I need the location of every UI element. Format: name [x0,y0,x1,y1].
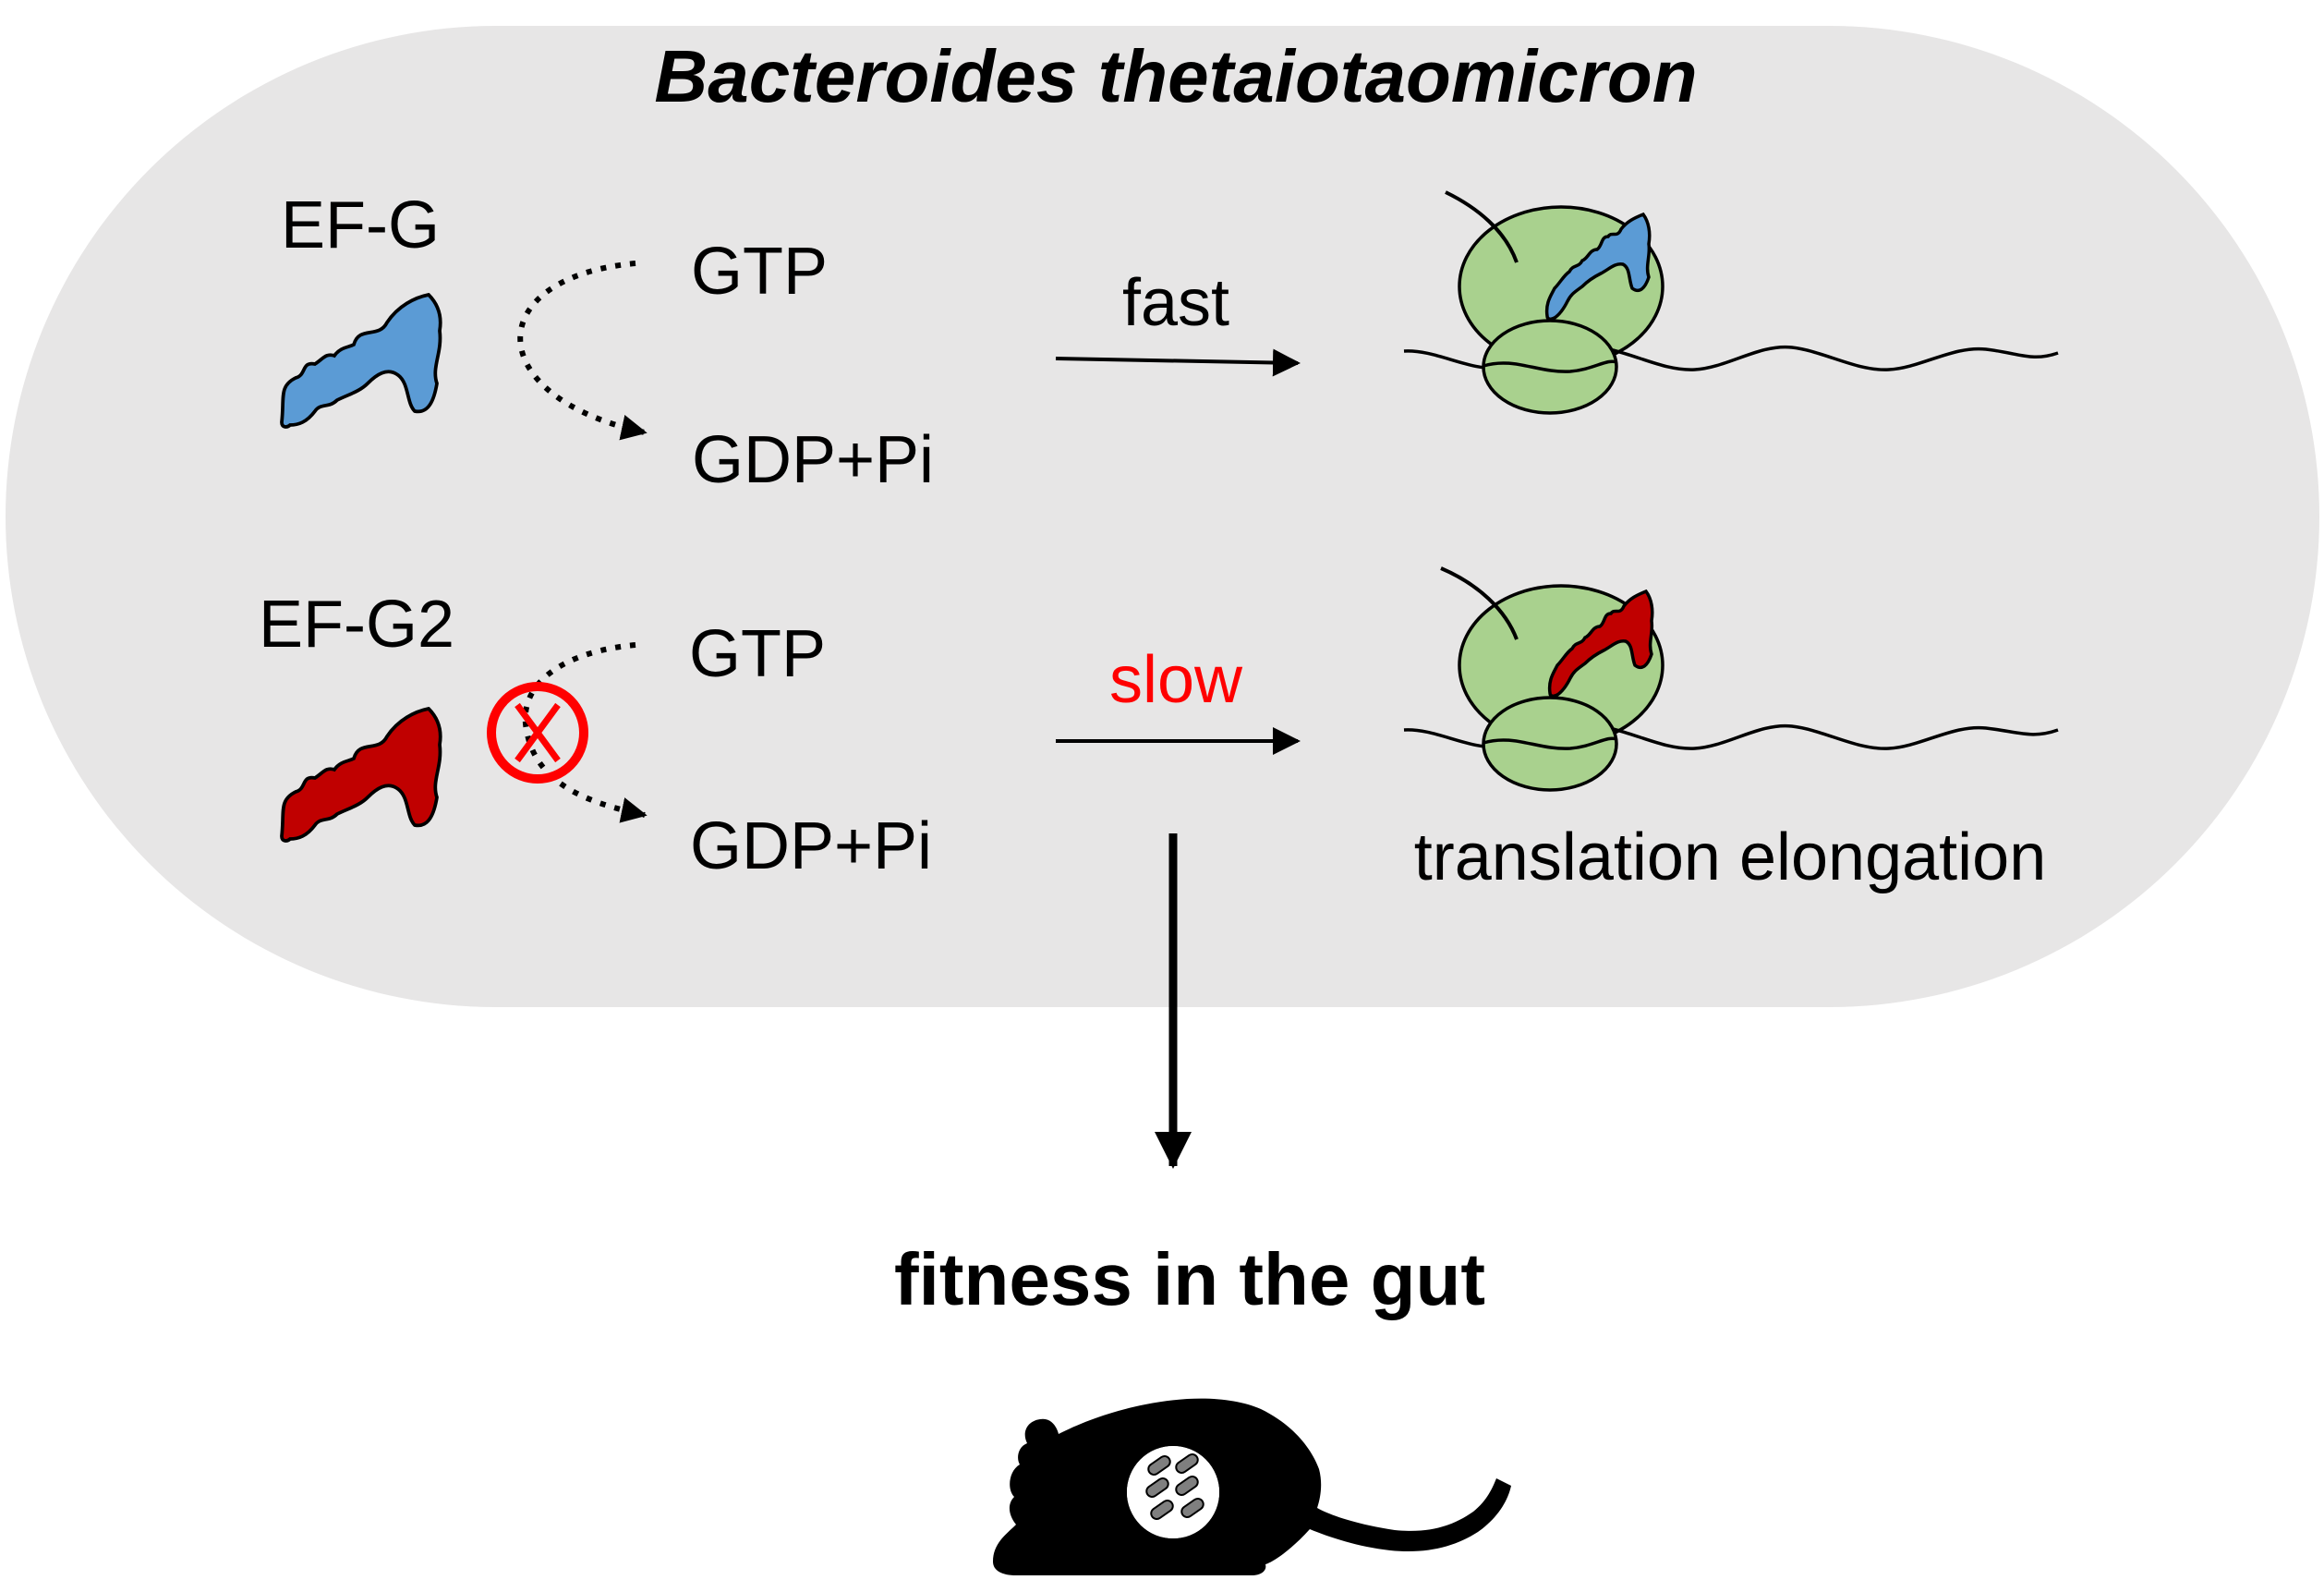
outcome-arrow-head [1155,1132,1192,1169]
cell-title: Bacteroides thetaiotaomicron [654,35,1697,117]
bacteria-icon [1145,1452,1204,1521]
product-label-gdp-pi: GDP+Pi [692,423,934,497]
gtp-hydrolysis-arrow-blocked [522,642,648,823]
protein-label-ef-g: EF-G [281,188,440,262]
process-label: translation elongation [1414,820,2047,894]
gtp-hydrolysis-arrow [517,261,648,441]
speed-label-fast: fast [1122,266,1229,340]
cell-background [6,26,2319,1007]
inhibition-icon [487,682,588,784]
reaction-arrow-fast [1055,348,1301,377]
substrate-label-gtp-2: GTP [689,617,826,691]
outcome-label: fitness in the gut [894,1238,1485,1320]
product-label-gdp-pi-2: GDP+Pi [690,809,932,883]
substrate-label-gtp: GTP [691,235,828,309]
mouse-icon [993,1398,1511,1575]
speed-label-slow: slow [1109,643,1243,717]
protein-label-ef-g2: EF-G2 [259,588,454,662]
